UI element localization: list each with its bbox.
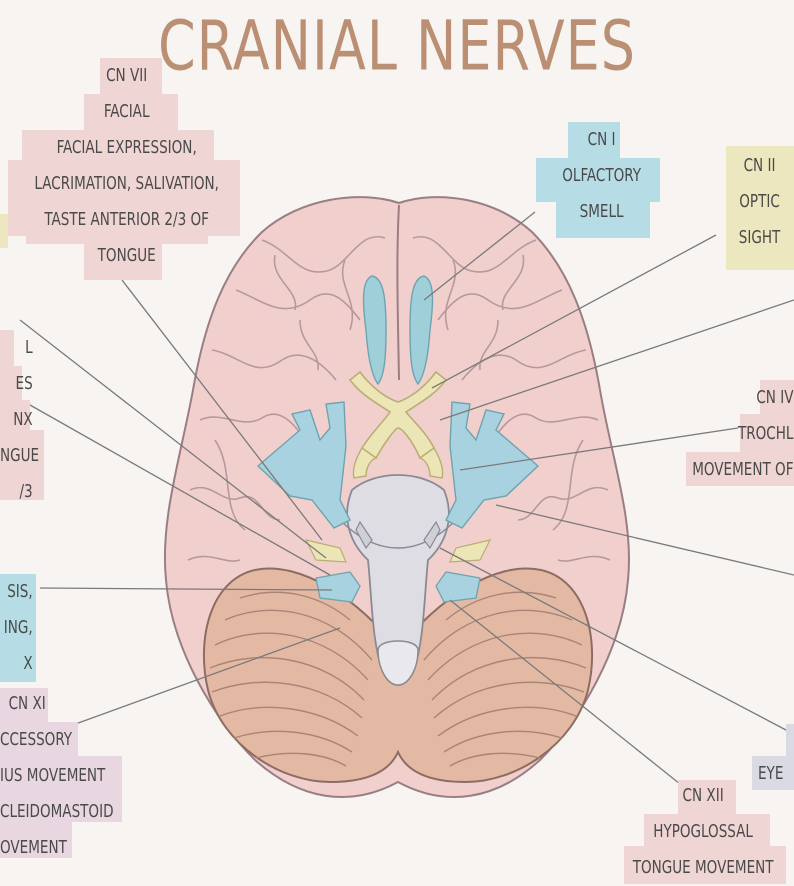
longitudinal-fissure: [396, 204, 400, 381]
label-cn7-line: CN VII: [106, 66, 148, 86]
page-title: CRANIAL NERVES: [157, 6, 637, 87]
label-cn1-line: CN I: [587, 130, 616, 150]
label-cn12-line: TONGUE MOVEMENT: [632, 858, 774, 878]
label-bg-cn6: [752, 724, 794, 790]
label-bg-cn1: [536, 122, 660, 238]
label-cn2-line: OPTIC: [739, 192, 780, 212]
label-cn1-line: SMELL: [579, 202, 624, 222]
label-bg-cn4: [686, 380, 794, 486]
label-cn9-line: /3: [19, 482, 33, 502]
label-cn9-line: ES: [15, 374, 33, 394]
label-backgrounds: [0, 58, 794, 884]
label-cn7-line: TONGUE: [97, 246, 156, 266]
olfactory-bulb-right: [409, 275, 434, 386]
label-cn9: L ES NX NGUE /3: [0, 330, 40, 510]
label-cn4-line: CN IV: [756, 388, 794, 408]
label-cn11: CN XI CCESSORY IUS MOVEMENT CLEIDOMASTOI…: [0, 686, 114, 866]
label-cn10: SIS, ING, X: [0, 574, 33, 682]
label-bg-cn10: [0, 574, 36, 682]
label-bg-cn9: [0, 330, 44, 500]
cerebral-peduncles: [339, 519, 457, 549]
optic-tract-right: [418, 446, 444, 479]
label-cn11-line: CLEIDOMASTOID: [0, 802, 114, 822]
lower-cranial-nerve-roots: [315, 571, 481, 603]
label-cn7-line: FACIAL EXPRESSION,: [56, 138, 197, 158]
label-bg-cn11: [0, 688, 122, 858]
cerebellum-folia: [209, 591, 587, 767]
optic-tract-left: [352, 446, 378, 479]
label-cn6: EYE: [758, 756, 794, 792]
label-cn2-line: CN II: [743, 156, 776, 176]
label-cn1: CN I OLFACTORY SMELL: [544, 122, 659, 230]
label-bg-cn2: [726, 146, 794, 270]
label-cn9-line: NGUE: [0, 446, 40, 466]
label-cn11-line: CN XI: [8, 694, 46, 714]
label-cn12: CN XII HYPOGLOSSAL TONGUE MOVEMENT: [624, 778, 782, 886]
label-cn4-line: TROCHL: [737, 424, 794, 444]
label-cn7-line: TASTE ANTERIOR 2/3 OF: [44, 210, 209, 230]
label-cn4: CN IV TROCHL MOVEMENT OF: [692, 380, 793, 488]
label-bg-cn12: [624, 780, 786, 884]
label-cn10-line: ING,: [3, 618, 33, 638]
label-cn6-line: EYE: [758, 764, 784, 784]
abducens-roots: [355, 520, 441, 550]
label-bg-cn3-partial: [0, 214, 8, 248]
olfactory-bulb-left: [362, 275, 387, 386]
label-cn9-line: NX: [13, 410, 33, 430]
label-cn9-line: L: [25, 338, 33, 358]
label-cn11-line: CCESSORY: [0, 730, 73, 750]
label-cn10-line: SIS,: [7, 582, 33, 602]
label-cn11-line: IUS MOVEMENT: [0, 766, 106, 786]
medulla: [377, 640, 419, 686]
label-bg-cn7: [8, 58, 240, 280]
pointer-lines: [19, 211, 794, 793]
label-cn7: CN VII FACIAL FACIAL EXPRESSION, LACRIMA…: [14, 58, 239, 274]
label-cn1-line: OLFACTORY: [562, 166, 641, 186]
label-cn2: CN II OPTIC SIGHT: [726, 148, 793, 256]
label-cn7-line: FACIAL: [103, 102, 150, 122]
label-cn10-line: X: [23, 654, 33, 674]
facial-nerve-roots: [304, 539, 492, 563]
label-cn2-line: SIGHT: [738, 228, 781, 248]
label-cn11-line: OVEMENT: [0, 838, 67, 858]
label-cn12-line: CN XII: [682, 786, 724, 806]
label-cn4-line: MOVEMENT OF: [692, 460, 794, 480]
label-cn12-line: HYPOGLOSSAL: [653, 822, 753, 842]
label-cn7-line: LACRIMATION, SALIVATION,: [34, 174, 219, 194]
